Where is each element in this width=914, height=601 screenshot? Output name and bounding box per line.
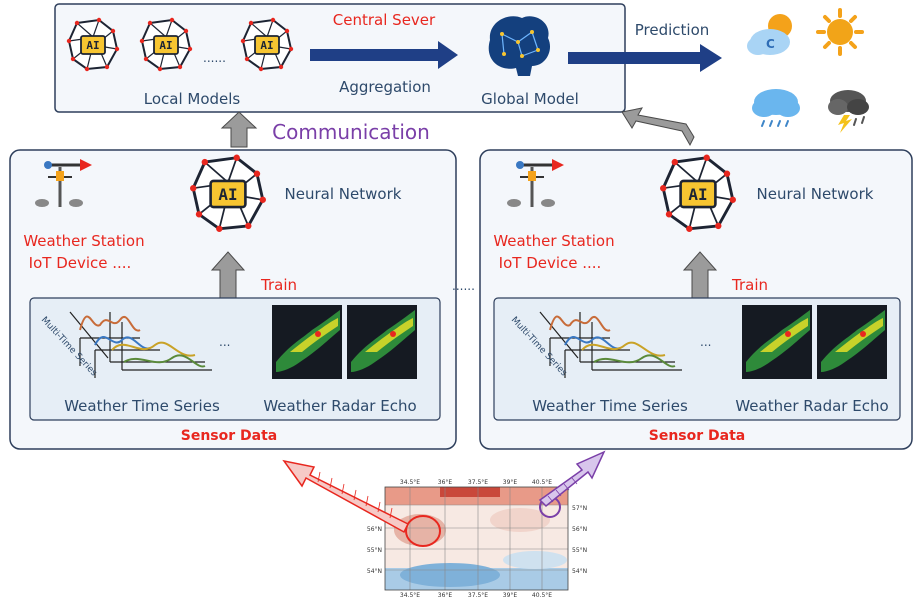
local-model-brain-icon: AI: [138, 16, 194, 73]
neural-network-label: Neural Network: [757, 185, 874, 203]
time-series-chart: [539, 311, 682, 378]
left-upload-arrow: [220, 111, 258, 148]
central-server-label: Central Sever: [333, 11, 436, 29]
aggregation-label: Aggregation: [339, 78, 431, 96]
local-models-ellipsis: ......: [203, 51, 226, 65]
global-model-label: Global Model: [481, 90, 579, 108]
local-model-brain-icon: AI: [239, 16, 295, 73]
map-lon-label: 39°E: [503, 479, 518, 486]
iot-device-label: IoT Device ....: [29, 254, 132, 272]
map-lat-label: 56°N: [572, 526, 587, 533]
series-ellipsis: ...: [700, 335, 711, 349]
svg-text:C: C: [766, 37, 775, 51]
map-lon-label: 34.5°E: [400, 592, 420, 599]
radar-echo-image: [742, 305, 812, 379]
sun-icon: [816, 8, 864, 56]
weather-station-label: Weather Station: [23, 232, 144, 250]
train-arrow: [210, 251, 246, 299]
neural-network-label: Neural Network: [285, 185, 402, 203]
left-data-flow-arrow: [282, 459, 410, 534]
weather-radar-echo-label: Weather Radar Echo: [735, 397, 888, 415]
radar-echo-image: [347, 305, 417, 379]
sensor-data-label: Sensor Data: [181, 428, 277, 444]
train-arrow: [682, 251, 718, 299]
regional-weather-map: [384, 486, 569, 591]
prediction-label: Prediction: [635, 21, 710, 39]
radar-echo-image: [272, 305, 342, 379]
map-lon-label: 40.5°E: [532, 592, 552, 599]
svg-text:AI: AI: [218, 185, 237, 204]
map-lat-label: 54°N: [572, 568, 587, 575]
train-label: Train: [731, 276, 768, 294]
svg-text:AI: AI: [688, 185, 707, 204]
right-data-flow-arrow: [538, 450, 606, 508]
communication-label: Communication: [272, 120, 430, 144]
map-lat-label: 55°N: [367, 547, 382, 554]
time-series-chart: [69, 311, 212, 378]
neural-network-brain-icon: AI: [188, 153, 268, 234]
ai-label: AI: [260, 39, 273, 52]
weather-station-icon: [507, 159, 564, 207]
map-lon-label: 34.5°E: [400, 479, 420, 486]
prediction-arrow: [568, 44, 722, 72]
map-lon-label: 36°E: [438, 592, 453, 599]
map-lon-label: 37.5°E: [468, 592, 488, 599]
map-lat-label: 54°N: [367, 568, 382, 575]
thunderstorm-icon: [828, 90, 869, 133]
left-region-marker: [405, 515, 441, 547]
map-lon-label: 39°E: [503, 592, 518, 599]
radar-echo-image: [817, 305, 887, 379]
ai-label: AI: [86, 39, 99, 52]
ai-label: AI: [159, 39, 172, 52]
map-lon-label: 36°E: [438, 479, 453, 486]
local-models-label: Local Models: [144, 90, 241, 108]
map-lon-label: 37.5°E: [468, 479, 488, 486]
map-lat-label: 55°N: [572, 547, 587, 554]
iot-device-label: IoT Device ....: [499, 254, 602, 272]
local-model-brain-icon: AI: [65, 16, 121, 73]
weather-station-label: Weather Station: [493, 232, 614, 250]
sensor-data-label: Sensor Data: [649, 428, 745, 444]
aggregation-arrow: [310, 41, 458, 69]
weather-time-series-label: Weather Time Series: [64, 397, 220, 415]
between-clients-ellipsis: ......: [452, 279, 475, 293]
partly-cloudy-temperature-icon: C: [747, 14, 792, 55]
map-lon-label: 40.5°E: [532, 479, 552, 486]
train-label: Train: [260, 276, 297, 294]
map-lat-label: 57°N: [572, 505, 587, 512]
rain-icon: [752, 89, 800, 127]
map-lat-label: 56°N: [367, 526, 382, 533]
weather-time-series-label: Weather Time Series: [532, 397, 688, 415]
weather-station-icon: [35, 159, 92, 207]
weather-radar-echo-label: Weather Radar Echo: [263, 397, 416, 415]
series-ellipsis: ...: [219, 335, 230, 349]
global-model-brain-icon: [488, 16, 551, 77]
right-upload-arrow: [621, 107, 695, 147]
neural-network-brain-icon: AI: [658, 153, 738, 234]
